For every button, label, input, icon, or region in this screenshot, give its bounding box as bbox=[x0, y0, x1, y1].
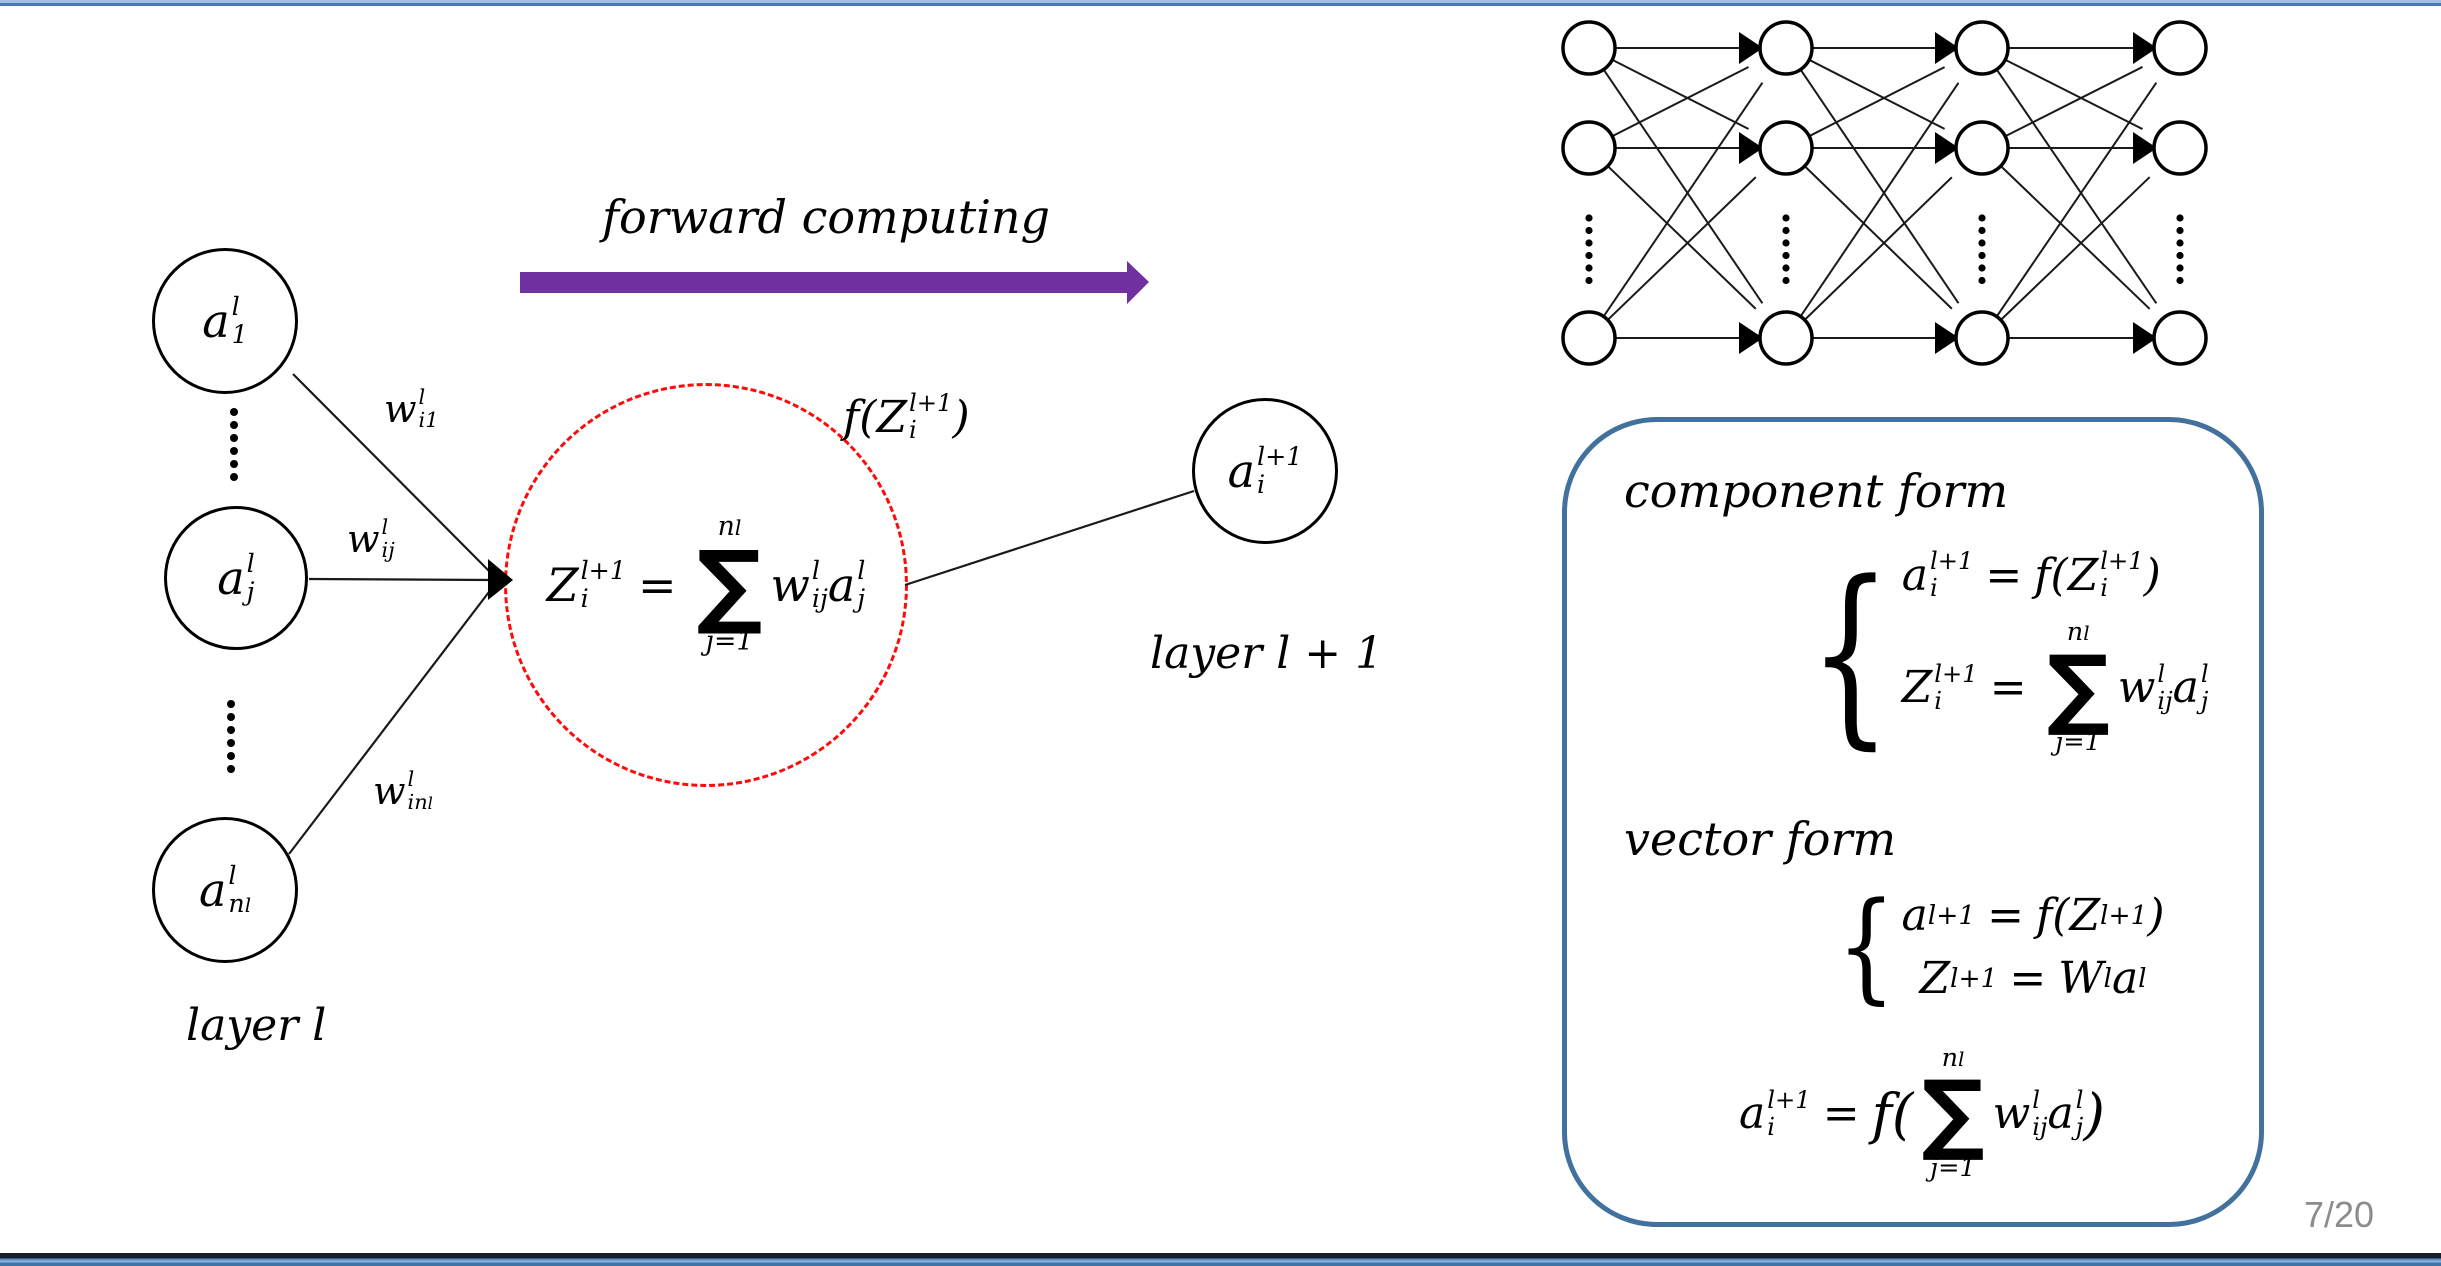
page-number: 7/20 bbox=[2304, 1194, 2375, 1235]
weight-label-wij: w l ij bbox=[347, 515, 395, 563]
weight-label-winl: w l inl bbox=[373, 767, 433, 815]
activation-label: f( Z l+1 i ) bbox=[843, 389, 970, 445]
node-a1-label: a l 1 bbox=[202, 291, 248, 349]
neural-network-diagram bbox=[1561, 20, 2208, 366]
node-anl-label: a l nl bbox=[198, 860, 252, 918]
brace-icon: { bbox=[1809, 538, 1892, 767]
forward-computing-label: forward computing bbox=[602, 190, 1050, 244]
node-aj-label: a l j bbox=[217, 548, 255, 606]
equations-panel: component form { a l+1 i = f( Z bbox=[1562, 417, 2264, 1227]
w-term: w l ij bbox=[770, 555, 828, 613]
layer-l1-label: layer l + 1 bbox=[1150, 628, 1384, 679]
z-symbol: Z l+1 i bbox=[546, 555, 626, 613]
component-eq1: a l+1 i = f( Z l+1 i bbox=[1901, 547, 2161, 603]
node-ai-l1: a l+1 i bbox=[1192, 398, 1338, 544]
slide-top-border bbox=[0, 0, 2441, 6]
node-a1: a l 1 bbox=[152, 248, 298, 394]
slide-bottom-border bbox=[0, 1253, 2441, 1266]
component-form-block: { a l+1 i = f( Z l+1 bbox=[1809, 538, 2209, 767]
a-term: a l j bbox=[827, 555, 866, 613]
vector-form-heading: vector form bbox=[1624, 812, 1897, 866]
node-aj: a l j bbox=[164, 506, 308, 650]
component-form-heading: component form bbox=[1624, 464, 2009, 518]
weight-label-wi1: w l i1 bbox=[384, 385, 439, 433]
node-anl: a l nl bbox=[152, 817, 298, 963]
layer-l-label: layer l bbox=[186, 1000, 327, 1051]
node-ai-l1-label: a l+1 i bbox=[1227, 441, 1303, 499]
brace-icon: { bbox=[1837, 876, 1896, 1016]
forward-arrow-icon bbox=[520, 261, 1149, 304]
